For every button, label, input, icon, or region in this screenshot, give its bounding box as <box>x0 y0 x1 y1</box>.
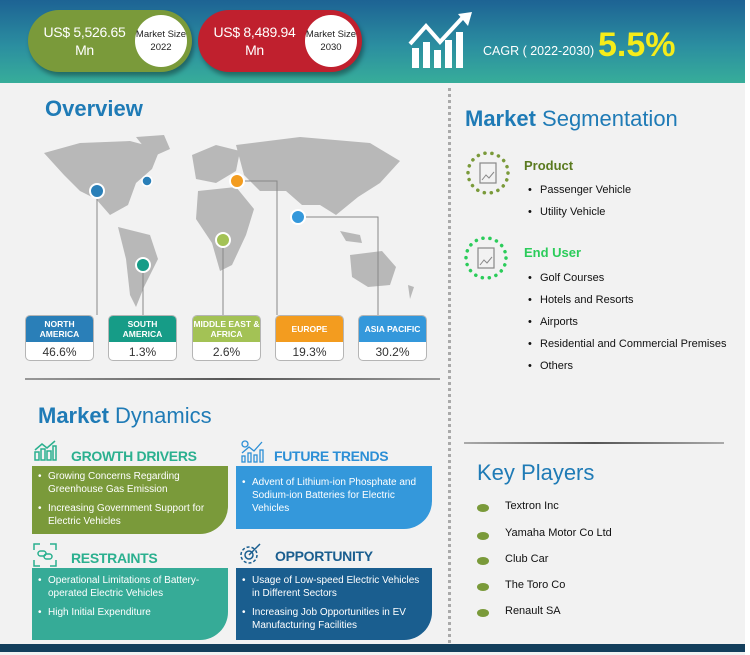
region-name: EUROPE <box>276 316 343 342</box>
growth-chart-icon <box>34 440 57 461</box>
overview-title: Overview <box>45 96 143 121</box>
region-name: SOUTH AMERICA <box>109 316 176 342</box>
opportunity-item: Usage of Low-speed Electric Vehicles in … <box>242 574 422 600</box>
product-item: Passenger Vehicle <box>528 184 631 196</box>
south-america-marker <box>135 257 151 273</box>
region-share: 19.3% <box>292 345 327 359</box>
end-user-item: Residential and Commercial Premises <box>528 338 726 350</box>
north-america-secondary-marker <box>141 175 153 187</box>
region-name: NORTH AMERICA <box>26 316 93 342</box>
region-name: ASIA PACIFIC <box>359 316 426 342</box>
restraints-box: Operational Limitations of Battery-opera… <box>32 568 228 640</box>
key-player-item: Renault SA <box>505 605 561 617</box>
end-user-item: Others <box>528 360 573 372</box>
market-size-2022-label: Market Size 2022 <box>135 15 187 67</box>
bullet-icon <box>477 504 489 512</box>
end-user-title: End User <box>524 245 582 260</box>
market-dynamics-title: Market Dynamics <box>38 403 212 428</box>
product-item: Utility Vehicle <box>528 206 605 218</box>
product-report-icon <box>466 151 510 195</box>
end-user-item: Golf Courses <box>528 272 604 284</box>
section-divider <box>25 378 440 380</box>
key-players-title: Key Players <box>477 460 595 485</box>
growth-chart-icon <box>408 12 472 68</box>
product-title: Product <box>524 158 574 173</box>
market-size-2030-label: Market Size 2030 <box>305 15 357 67</box>
region-share: 46.6% <box>42 345 77 359</box>
key-player-item: The Toro Co <box>505 579 566 591</box>
market-size-2030-pill: US$ 8,489.94 Mn Market Size 2030 <box>198 10 362 72</box>
restraints-title: RESTRAINTS <box>71 550 158 566</box>
bullet-icon <box>477 557 489 565</box>
growth-driver-item: Growing Concerns Regarding Greenhouse Ga… <box>38 470 218 496</box>
region-asia-pacific: ASIA PACIFIC 30.2% <box>358 315 427 361</box>
bullet-icon <box>477 532 489 540</box>
cagr-label: CAGR ( 2022-2030) <box>483 44 595 58</box>
vertical-divider <box>448 88 451 643</box>
end-user-report-icon <box>464 236 508 280</box>
end-user-item: Airports <box>528 316 578 328</box>
opportunity-item: Increasing Job Opportunities in EV Manuf… <box>242 606 422 632</box>
broken-link-icon <box>33 543 57 567</box>
end-user-item: Hotels and Resorts <box>528 294 633 306</box>
future-trends-title: FUTURE TRENDS <box>274 448 389 464</box>
key-player-item: Yamaha Motor Co Ltd <box>505 527 612 539</box>
opportunity-title: OPPORTUNITY <box>275 548 373 564</box>
restraint-item: Operational Limitations of Battery-opera… <box>38 574 218 600</box>
region-share: 1.3% <box>128 345 157 359</box>
cagr-value: 5.5% <box>598 26 676 64</box>
gear-target-icon <box>240 543 261 564</box>
region-south-america: SOUTH AMERICA 1.3% <box>108 315 177 361</box>
future-trend-item: Advent of Lithium-ion Phosphate and Sodi… <box>242 476 422 515</box>
market-size-2022-value: US$ 5,526.65 Mn <box>43 24 126 58</box>
region-europe: EUROPE 19.3% <box>275 315 344 361</box>
growth-driver-item: Increasing Government Support for Electr… <box>38 502 218 528</box>
north-america-marker <box>89 183 105 199</box>
region-share: 30.2% <box>375 345 410 359</box>
trend-chart-icon <box>241 440 264 463</box>
middle-east-africa-marker <box>215 232 231 248</box>
restraint-item: High Initial Expenditure <box>38 606 218 619</box>
market-size-2022-pill: US$ 5,526.65 Mn Market Size 2022 <box>28 10 192 72</box>
growth-drivers-title: GROWTH DRIVERS <box>71 448 197 464</box>
world-map <box>44 135 414 315</box>
europe-marker <box>229 173 245 189</box>
bullet-icon <box>477 583 489 591</box>
future-trends-box: Advent of Lithium-ion Phosphate and Sodi… <box>236 466 432 529</box>
market-segmentation-title: Market Segmentation <box>465 106 678 131</box>
region-name: MIDDLE EAST & AFRICA <box>193 316 260 342</box>
region-share: 2.6% <box>212 345 241 359</box>
header-banner: US$ 5,526.65 Mn Market Size 2022 US$ 8,4… <box>0 0 745 83</box>
footer-bar <box>0 644 745 652</box>
opportunity-box: Usage of Low-speed Electric Vehicles in … <box>236 568 432 640</box>
region-north-america: NORTH AMERICA 46.6% <box>25 315 94 361</box>
market-size-2030-value: US$ 8,489.94 Mn <box>213 24 296 58</box>
growth-drivers-box: Growing Concerns Regarding Greenhouse Ga… <box>32 466 228 534</box>
key-player-item: Textron Inc <box>505 500 559 512</box>
region-middle-east-africa: MIDDLE EAST & AFRICA 2.6% <box>192 315 261 361</box>
section-divider <box>464 442 724 444</box>
bullet-icon <box>477 609 489 617</box>
key-player-item: Club Car <box>505 553 549 565</box>
asia-pacific-marker <box>290 209 306 225</box>
